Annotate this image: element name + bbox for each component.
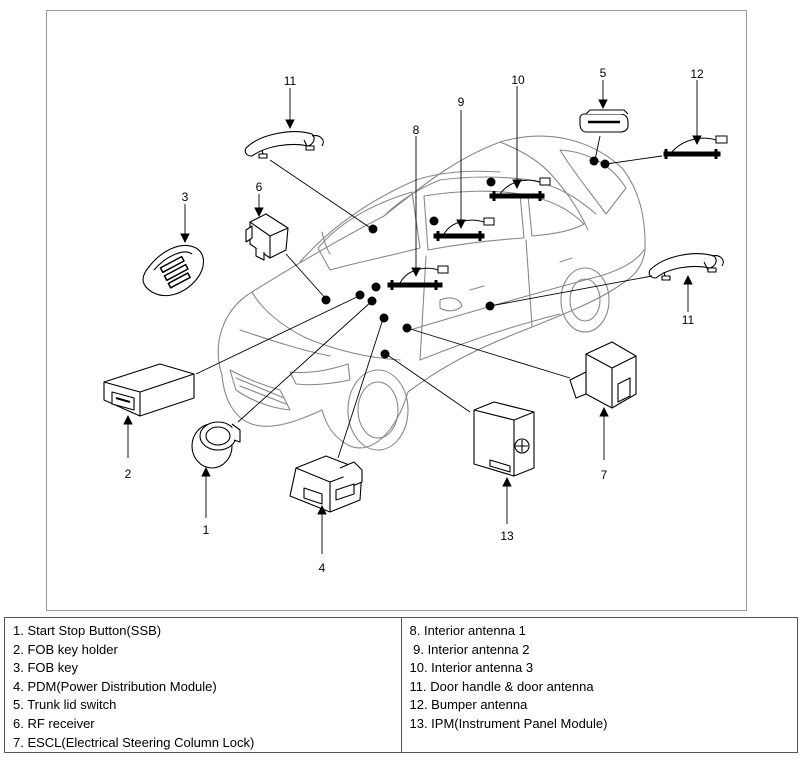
door-handle-rear-icon — [648, 253, 724, 281]
callout-12: 12 — [690, 67, 704, 81]
legend-item-10: 10. Interior antenna 3 — [409, 660, 534, 676]
callout-arrows — [123, 80, 702, 554]
callout-13: 13 — [500, 529, 514, 543]
callout-8: 8 — [413, 123, 420, 137]
leader-lines — [195, 135, 663, 459]
diagram-frame — [46, 10, 747, 611]
legend-item-9: 9. Interior antenna 2 — [409, 641, 530, 657]
legend-table: 1. Start Stop Button(SSB) 2. FOB key hol… — [4, 617, 798, 754]
bumper-antenna-icon — [663, 135, 728, 159]
legend-left-column: 1. Start Stop Button(SSB) 2. FOB key hol… — [4, 617, 402, 753]
legend-item-8: 8. Interior antenna 1 — [409, 623, 526, 638]
car-illustration — [217, 135, 646, 451]
legend-item-7: 7. ESCL(Electrical Steering Column Lock) — [13, 734, 255, 750]
interior-antenna-1-icon — [387, 265, 449, 290]
legend-item-3: 3. FOB key — [13, 660, 79, 676]
legend-right-column: 8. Interior antenna 1 9. Interior antenn… — [401, 618, 798, 753]
callout-2: 2 — [125, 467, 132, 481]
escl-icon — [569, 341, 637, 409]
start-stop-button-icon — [191, 421, 241, 469]
callout-3: 3 — [182, 190, 189, 204]
location-dots — [321, 156, 610, 359]
legend-item-2: 2. FOB key holder — [13, 641, 118, 657]
callout-9: 9 — [458, 95, 465, 109]
legend-item-6: 6. RF receiver — [13, 715, 95, 731]
antenna-bars — [387, 135, 728, 290]
legend-item-5: 5. Trunk lid switch — [13, 697, 117, 713]
callout-10: 10 — [511, 73, 525, 87]
ipm-icon — [473, 401, 535, 477]
legend-item-1: 1. Start Stop Button(SSB) — [13, 623, 162, 638]
legend-item-4: 4. PDM(Power Distribution Module) — [13, 678, 217, 694]
rf-receiver-icon — [245, 213, 289, 261]
legend-item-11: 11. Door handle & door antenna — [409, 678, 594, 694]
fob-key-icon — [142, 244, 205, 297]
legend-item-12: 12. Bumper antenna — [409, 697, 528, 713]
callout-6: 6 — [256, 180, 263, 194]
callout-4: 4 — [319, 561, 326, 575]
component-location-diagram: 11 5 12 10 9 8 6 3 11 2 7 1 13 4 — [46, 10, 747, 611]
callout-11-top: 11 — [284, 74, 297, 88]
callout-5: 5 — [600, 66, 607, 80]
fob-key-holder-icon — [103, 363, 195, 417]
callout-7: 7 — [601, 468, 608, 482]
interior-antenna-3-icon — [489, 177, 551, 201]
callout-11-right: 11 — [682, 313, 695, 327]
pdm-icon — [289, 455, 363, 513]
legend-item-13: 13. IPM(Instrument Panel Module) — [409, 715, 608, 731]
callout-1: 1 — [203, 523, 210, 537]
door-handle-front-icon — [244, 131, 324, 159]
trunk-lid-switch-icon — [579, 109, 629, 133]
